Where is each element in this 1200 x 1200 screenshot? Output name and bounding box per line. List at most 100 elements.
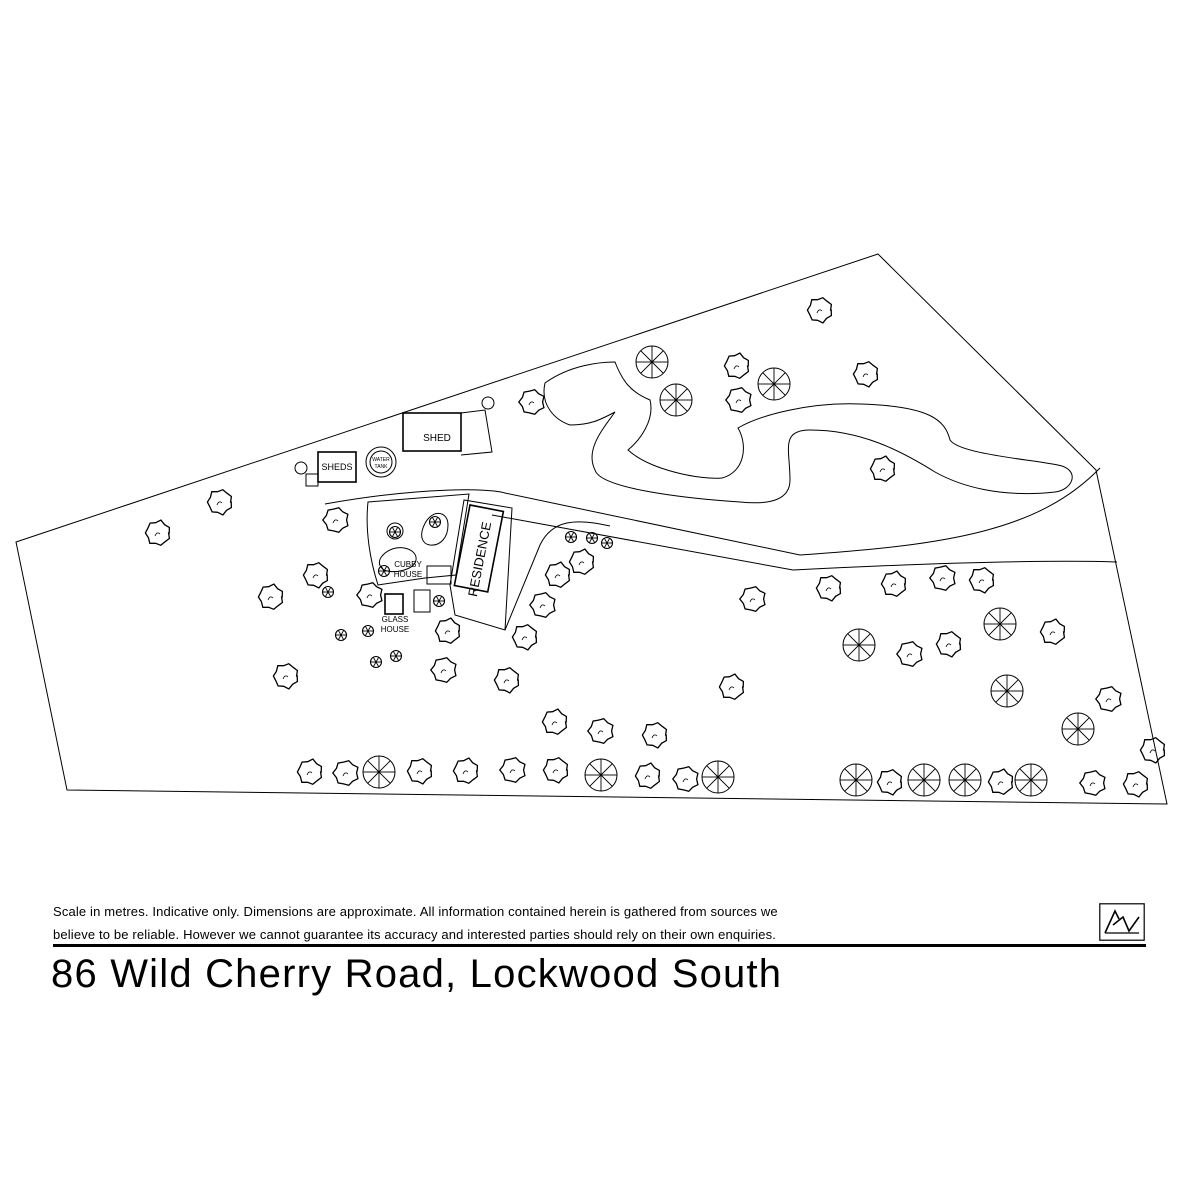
driveway	[324, 467, 1101, 556]
tree-rounded	[1094, 685, 1122, 713]
residence-label: RESIDENCE	[465, 520, 494, 598]
tree-rounded	[517, 388, 545, 416]
tree-rounded	[206, 488, 233, 516]
shrub-small	[600, 536, 614, 550]
tree-rounded	[641, 721, 668, 749]
tree-rounded	[493, 666, 520, 694]
tree-rounded	[671, 765, 699, 793]
tree-spoked	[1061, 712, 1095, 746]
tree-rounded	[634, 762, 661, 790]
water-tank-label-1: WATER	[372, 457, 390, 463]
tree-spoked	[757, 367, 791, 401]
tree-rounded	[723, 352, 750, 380]
garden-enclosure	[366, 493, 470, 586]
tank-small-2	[481, 396, 495, 410]
tree-rounded	[806, 296, 833, 324]
shrub-small	[388, 525, 402, 539]
tree-spoked	[842, 628, 876, 662]
cubby-house	[426, 565, 452, 585]
tree-spoked	[635, 345, 669, 379]
driveway-edge	[491, 514, 1118, 571]
sheds-label: SHEDS	[321, 462, 352, 472]
trees-spoked	[362, 345, 1095, 797]
tree-spoked	[701, 760, 735, 794]
tree-rounded	[586, 717, 614, 745]
water-tank: WATER TANK	[365, 446, 397, 478]
tree-rounded	[968, 566, 995, 594]
glass-house	[384, 593, 404, 615]
north-arrow-logo-icon	[1099, 903, 1145, 941]
tree-spoked	[1014, 763, 1048, 797]
tree-rounded	[296, 758, 323, 786]
tree-spoked	[983, 607, 1017, 641]
divider-rule	[53, 944, 1146, 947]
property-boundary	[15, 253, 1168, 805]
tree-rounded	[331, 759, 359, 787]
shrub-small	[432, 594, 446, 608]
garden-bed-2	[386, 522, 404, 540]
tree-spoked	[907, 763, 941, 797]
garden-box	[413, 589, 431, 613]
tree-rounded	[815, 574, 842, 602]
garden-bed-3	[378, 547, 417, 573]
property-address-title: 86 Wild Cherry Road, Lockwood South	[51, 952, 783, 996]
dam	[543, 361, 1073, 504]
tree-rounded	[880, 570, 907, 598]
tree-rounded	[876, 768, 903, 796]
disclaimer-line-1: Scale in metres. Indicative only. Dimens…	[53, 904, 778, 919]
tree-spoked	[362, 755, 396, 789]
tank-small-1	[294, 461, 308, 475]
tree-rounded	[1078, 769, 1106, 797]
tree-rounded	[724, 386, 752, 414]
glass-label-1: GLASS	[382, 615, 409, 624]
shed-label: SHED	[423, 433, 451, 444]
tree-rounded	[355, 581, 383, 609]
cubby-label-1: CUBBY	[394, 560, 422, 569]
garden-bed-1	[421, 512, 449, 546]
shrub-small	[361, 624, 375, 638]
sheds-building: SHEDS	[305, 451, 357, 487]
tree-rounded	[406, 757, 433, 785]
tree-rounded	[1122, 770, 1149, 798]
tree-spoked	[990, 674, 1024, 708]
site-plan-drawing: SHEDS WATER TANK SHED CUBBY HOUSE GLASS …	[15, 253, 1168, 805]
residence-building: RESIDENCE	[449, 499, 513, 631]
tree-rounded	[935, 630, 962, 658]
site-plan: SHEDS WATER TANK SHED CUBBY HOUSE GLASS …	[15, 253, 1168, 805]
tree-spoked	[584, 758, 618, 792]
tree-rounded	[511, 623, 538, 651]
tree-spoked	[948, 763, 982, 797]
tree-rounded	[738, 585, 766, 613]
trees-small	[321, 515, 614, 669]
tree-rounded	[302, 561, 329, 589]
tree-rounded	[895, 640, 923, 668]
tree-rounded	[568, 548, 595, 576]
shrub-small	[389, 649, 403, 663]
tree-rounded	[498, 756, 526, 784]
shed-building: SHED	[402, 409, 493, 456]
tree-rounded	[528, 591, 556, 619]
glass-label-2: HOUSE	[381, 625, 409, 634]
tree-rounded	[257, 583, 284, 611]
tree-rounded	[1139, 736, 1166, 764]
trees-rounded	[144, 296, 1166, 798]
driveway-branch	[504, 521, 611, 631]
tree-rounded	[928, 564, 956, 592]
tree-rounded	[429, 656, 457, 684]
shrub-small	[564, 530, 578, 544]
disclaimer-line-2: believe to be reliable. However we canno…	[53, 927, 777, 942]
shrub-small	[428, 515, 442, 529]
tree-spoked	[659, 383, 693, 417]
tree-rounded	[987, 768, 1014, 796]
tree-rounded	[542, 756, 569, 784]
tree-rounded	[452, 757, 479, 785]
tree-rounded	[544, 561, 571, 589]
shrub-small	[321, 585, 335, 599]
shrub-small	[334, 628, 348, 642]
tree-rounded	[718, 673, 745, 701]
tree-rounded	[321, 506, 349, 534]
tree-rounded	[869, 455, 896, 483]
tree-rounded	[434, 617, 461, 645]
cubby-label-2: HOUSE	[394, 570, 422, 579]
tree-rounded	[272, 662, 299, 690]
